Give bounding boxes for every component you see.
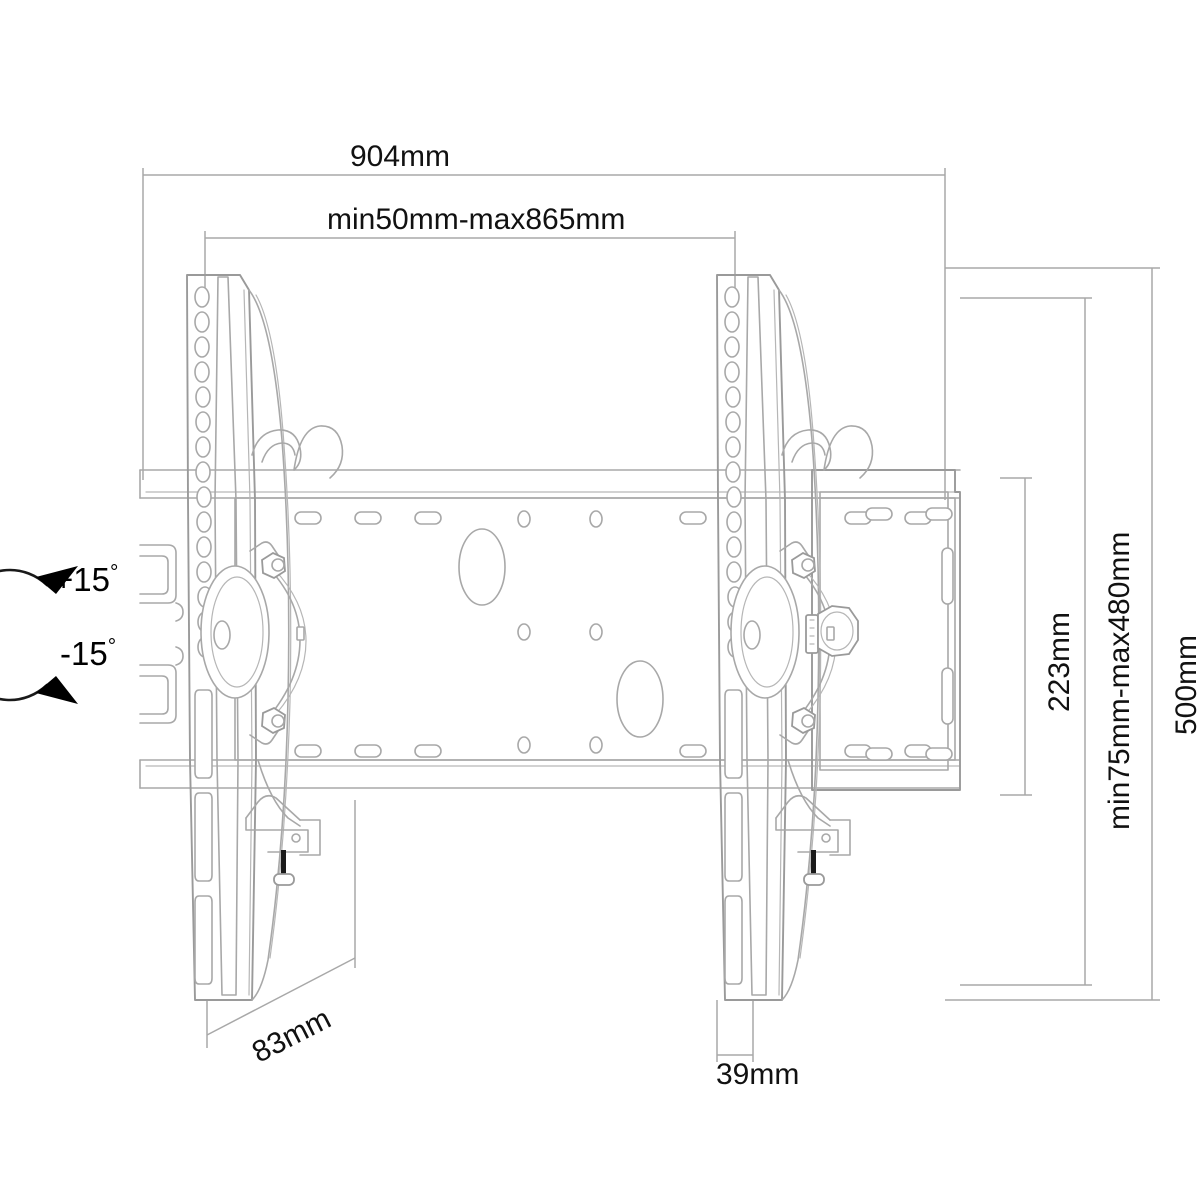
- left-upper-hex-bolt: [249, 541, 286, 580]
- degree-icon-up: °: [109, 561, 119, 584]
- cable-pass-holes: [458, 528, 664, 738]
- center-mounting-plate: [234, 497, 956, 761]
- plate-slot-row-top: [294, 511, 932, 525]
- tilt-angle-up-value: +15: [54, 561, 110, 598]
- right-rail-hole-column-upper: [724, 286, 743, 658]
- plate-slot-row-bottom: [294, 744, 932, 758]
- right-upper-hex-bolt: [779, 541, 816, 580]
- left-lower-hex-bolt: [249, 706, 286, 745]
- dimension-label-overall-width: 904mm: [350, 140, 451, 173]
- dimension-lines: [142, 168, 1160, 1062]
- plate-fastener-holes: [517, 510, 603, 754]
- rail-slot-column-lower: [194, 689, 213, 985]
- left-tilt-mechanism: [200, 425, 344, 886]
- tilt-angle-down-value: -15: [60, 635, 108, 672]
- dimension-label-plate-height: 223mm: [1043, 611, 1076, 712]
- tilt-angle-down-label: -15°: [60, 635, 116, 673]
- right-tilt-mechanism: [730, 425, 874, 886]
- wall-plate-slots: [865, 507, 954, 761]
- dimension-label-mount-width-range: min50mm-max865mm: [327, 203, 626, 236]
- left-edge-tabs: [139, 544, 184, 724]
- tilt-angle-up-label: +15°: [54, 561, 118, 599]
- right-rail-slot-column-lower: [724, 689, 743, 985]
- tilt-arc-indicator: [0, 566, 78, 704]
- degree-icon-down: °: [107, 635, 117, 658]
- dimension-label-depth-right: 39mm: [716, 1058, 800, 1091]
- dimension-label-mount-height-range: min75mm-max480mm: [1103, 531, 1136, 830]
- right-vertical-rail: [716, 274, 822, 1001]
- right-lower-hex-bolt: [779, 706, 816, 745]
- tilt-adjustment-knob[interactable]: [805, 605, 859, 657]
- dimension-label-overall-height: 500mm: [1170, 634, 1200, 735]
